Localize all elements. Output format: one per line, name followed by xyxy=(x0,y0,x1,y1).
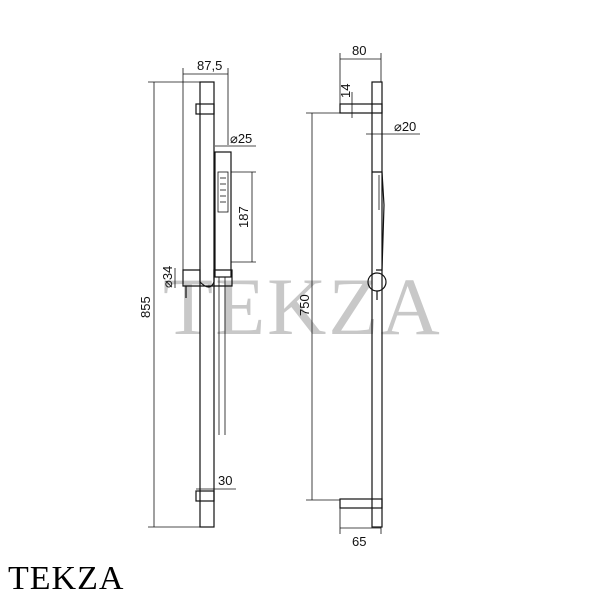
right-top-bracket xyxy=(339,103,383,114)
left-bottom-bracket xyxy=(195,490,215,502)
right-view: 80 14 ⌀20 750 65 xyxy=(297,43,420,549)
right-hand-shower xyxy=(372,171,385,271)
left-top-bracket xyxy=(195,103,215,115)
dim-label-750: 750 xyxy=(297,294,312,316)
left-spray-face xyxy=(217,171,229,213)
dim-label-65: 65 xyxy=(352,534,366,549)
left-hand-shower xyxy=(214,151,232,278)
dim-label-d20: ⌀20 xyxy=(394,119,416,134)
left-slide-bar xyxy=(199,81,215,528)
dim-label-d25: ⌀25 xyxy=(230,131,252,146)
dim-label-187: 187 xyxy=(236,206,251,228)
left-hose xyxy=(218,277,226,435)
dim-label-855: 855 xyxy=(138,296,153,318)
left-slider-holder xyxy=(182,269,233,288)
right-bottom-bracket xyxy=(339,498,383,509)
dim-label-30: 30 xyxy=(218,473,232,488)
watermark: TEKZA xyxy=(163,261,442,352)
left-spray-nozzles xyxy=(220,177,226,203)
dim-label-87-5: 87,5 xyxy=(197,58,222,73)
dim-label-d34: ⌀34 xyxy=(160,266,175,288)
dim-label-80: 80 xyxy=(352,43,366,58)
right-slide-bar xyxy=(371,81,383,528)
left-view: 87,5 855 ⌀25 187 ⌀34 30 xyxy=(138,58,256,528)
dim-label-14: 14 xyxy=(338,84,353,98)
brand-logo-text: TEKZA xyxy=(8,560,125,597)
